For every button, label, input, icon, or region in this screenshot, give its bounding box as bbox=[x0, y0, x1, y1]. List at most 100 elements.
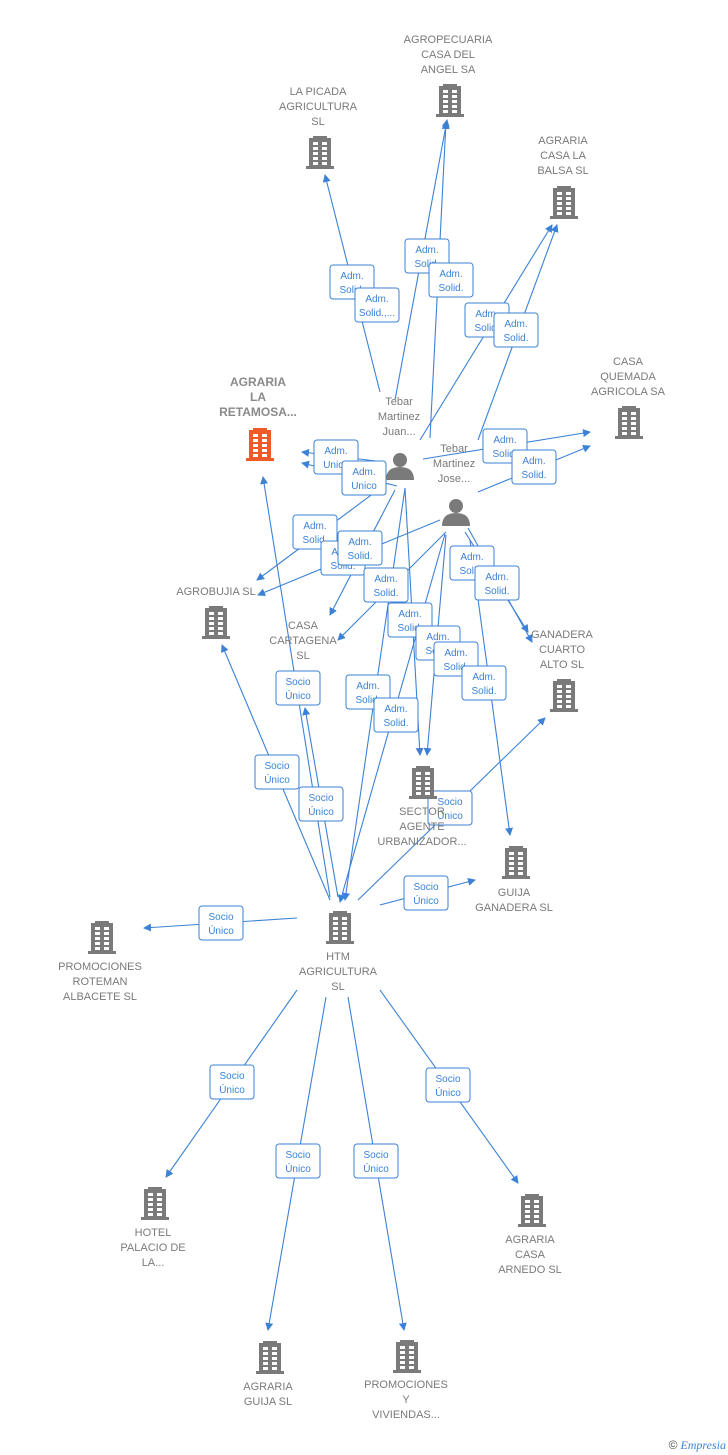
edge-label-text: Solid. bbox=[474, 323, 499, 334]
edge-label[interactable]: Adm.Solid. bbox=[493, 312, 539, 348]
edge-label[interactable]: Adm.Solid. bbox=[461, 665, 507, 701]
edge-label-text: Solid. bbox=[459, 566, 484, 577]
node-label: Tebar bbox=[385, 396, 413, 408]
building-icon bbox=[409, 766, 437, 799]
edge-label-text: Único bbox=[308, 805, 334, 818]
node-label: HTM bbox=[326, 951, 350, 963]
node-label: ROTEMAN bbox=[73, 976, 128, 988]
edge-label[interactable]: Adm.Solid. bbox=[511, 449, 557, 485]
edge-label-box bbox=[354, 287, 400, 323]
building-icon bbox=[550, 186, 578, 219]
node-label: ANGEL SA bbox=[421, 64, 476, 76]
edge-label[interactable]: Adm.Unico bbox=[341, 460, 387, 496]
node-label: AGROBUJIA SL bbox=[176, 586, 255, 598]
edge-label-text: Socio bbox=[285, 1150, 310, 1161]
edge-label-text: Adm. bbox=[460, 552, 483, 563]
edge-label-text: Socio bbox=[285, 677, 310, 688]
node-label: LA bbox=[250, 390, 266, 404]
node-label: SL bbox=[331, 981, 344, 993]
node-label: RETAMOSA... bbox=[219, 405, 297, 419]
edge-label-box bbox=[511, 449, 557, 485]
edge-label-text: Solid. bbox=[484, 586, 509, 597]
edge-label[interactable]: Adm.Solid. bbox=[373, 697, 419, 733]
edge-labels-layer: Adm.Solid.Adm.Solid.Adm.Solid.Adm.Solid.… bbox=[198, 238, 557, 1179]
edge-label-box bbox=[461, 665, 507, 701]
node-viviendas[interactable]: PROMOCIONESYVIVIENDAS... bbox=[364, 1340, 448, 1421]
building-icon bbox=[246, 428, 274, 461]
node-label: Tebar bbox=[440, 443, 468, 455]
edge-label-text: Solid. bbox=[373, 588, 398, 599]
node-htm[interactable]: HTM AGRICULTURA SL bbox=[299, 911, 378, 993]
node-label: AGRARIA bbox=[243, 1381, 293, 1393]
node-label: BALSA SL bbox=[537, 165, 588, 177]
edge-label[interactable]: Adm.Solid. bbox=[363, 567, 409, 603]
edge-label-text: Adm. bbox=[485, 572, 508, 583]
edge-label[interactable]: Adm.Solid. bbox=[428, 262, 474, 298]
edge-label-text: Solid. bbox=[339, 285, 364, 296]
node-agrobujia[interactable]: AGROBUJIA SL bbox=[176, 586, 256, 639]
node-jose[interactable]: TebarMartinezJose... bbox=[433, 443, 475, 526]
node-label: AGRICULTURA bbox=[299, 966, 378, 978]
edge-label-text: Socio bbox=[264, 761, 289, 772]
edge-label-text: Adm. bbox=[444, 648, 467, 659]
node-label: LA... bbox=[142, 1257, 165, 1269]
edge-label[interactable]: Adm.Solid.,... bbox=[354, 287, 400, 323]
edge-label[interactable]: Adm. Solid. bbox=[474, 565, 520, 601]
building-icon bbox=[88, 921, 116, 954]
edge-label-text: Socio bbox=[413, 882, 438, 893]
edge-label-text: Adm. bbox=[365, 294, 388, 305]
edge-label-text: Adm. bbox=[324, 446, 347, 457]
edge-label-text: Adm. bbox=[384, 704, 407, 715]
building-icon bbox=[256, 1341, 284, 1374]
edge-label-text: Solid. bbox=[347, 551, 372, 562]
building-icon bbox=[518, 1194, 546, 1227]
footer-brand[interactable]: ©Empresia bbox=[669, 1438, 726, 1453]
node-label: CASA bbox=[613, 356, 644, 368]
edge-label-text: Único bbox=[435, 1086, 461, 1099]
edge-label-box bbox=[428, 262, 474, 298]
node-label: CUARTO bbox=[539, 644, 585, 656]
edge-label-box bbox=[425, 1067, 471, 1103]
edge-label-box bbox=[373, 697, 419, 733]
node-juan[interactable]: TebarMartinezJuan... bbox=[378, 396, 420, 480]
edge-label[interactable]: Adm.Solid. bbox=[337, 530, 383, 566]
edge-label-text: Adm. bbox=[303, 521, 326, 532]
node-sector[interactable]: SECTORAGENTEURBANIZADOR... bbox=[377, 766, 467, 848]
node-label: LA PICADA bbox=[290, 86, 348, 98]
edge-label-text: Adm. bbox=[522, 456, 545, 467]
edge-label-text: Único bbox=[208, 924, 234, 937]
node-label: CASA bbox=[515, 1249, 546, 1261]
node-label: AGRARIA bbox=[505, 1234, 555, 1246]
edge-label-box bbox=[275, 1143, 321, 1179]
edge-label-box bbox=[474, 565, 520, 601]
edge-label-text: Adm. bbox=[472, 672, 495, 683]
node-label: Juan... bbox=[382, 426, 415, 438]
edge-label-text: Adm. bbox=[504, 319, 527, 330]
node-retamosa[interactable]: AGRARIALARETAMOSA... bbox=[219, 375, 297, 461]
node-label: Martinez bbox=[433, 458, 475, 470]
edge-label-text: Adm. bbox=[475, 309, 498, 320]
building-icon bbox=[393, 1340, 421, 1373]
